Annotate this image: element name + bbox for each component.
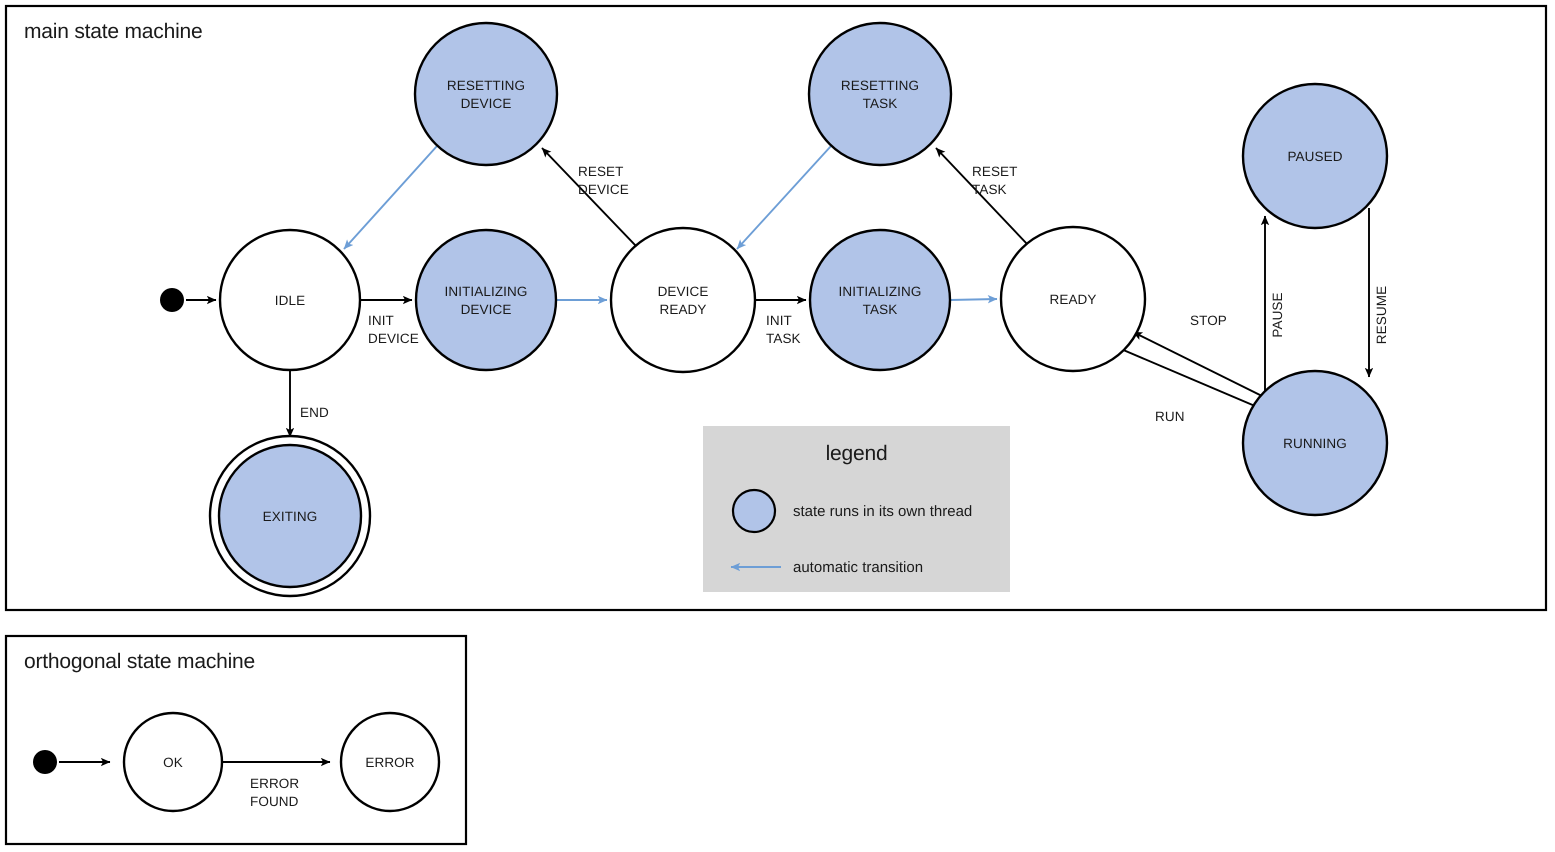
transition-label-device-ready-to-initializing-task: INIT <box>766 313 792 328</box>
transition-line-running-to-ready <box>1132 331 1263 397</box>
state-shape-running[interactable] <box>1241 369 1389 517</box>
transition-line-ready-to-running <box>1120 348 1263 410</box>
state-label-ok: OK <box>163 755 183 770</box>
state-shape-initializing_device[interactable] <box>414 228 558 372</box>
legend-thread-label: state runs in its own thread <box>793 503 972 520</box>
transition-label-device-ready-to-initializing-task: TASK <box>766 331 801 346</box>
state-initializing_device[interactable]: INITIALIZING DEVICE <box>414 228 558 372</box>
state-label-initializing_device: INITIALIZING <box>445 284 528 299</box>
transition-label-paused-to-running: RESUME <box>1374 286 1389 344</box>
transition-label-idle-to-exiting: END <box>300 405 329 420</box>
state-resetting_task[interactable]: RESETTING TASK <box>807 21 953 167</box>
transition-label-ok-to-error: FOUND <box>250 794 299 809</box>
state-label-initializing_task: INITIALIZING <box>839 284 922 299</box>
transition-idle-to-exiting: END <box>285 370 329 438</box>
state-running[interactable]: RUNNING <box>1241 369 1389 517</box>
frame-title-main: main state machine <box>24 20 203 43</box>
state-label-paused: PAUSED <box>1287 149 1342 164</box>
state-shape-error[interactable] <box>339 711 441 813</box>
transition-label-running-to-ready: STOP <box>1190 313 1227 328</box>
transition-label-ready-to-resetting-task: TASK <box>972 182 1007 197</box>
state-label-resetting_device: DEVICE <box>461 96 512 111</box>
main-initial-pseudostate <box>160 288 184 312</box>
transition-paused-to-running: RESUME <box>1364 208 1389 378</box>
main-edges-layer: INIT DEVICE RESET DEVICE INIT TASK RESET TASK RU… <box>186 145 1389 438</box>
state-label-ready: READY <box>1049 292 1096 307</box>
legend-title: legend <box>826 442 888 465</box>
state-shape-idle[interactable] <box>218 228 362 372</box>
state-label-idle: IDLE <box>275 293 305 308</box>
state-shape-device_ready[interactable] <box>609 226 757 374</box>
transition-label-ok-to-error: ERROR <box>250 776 299 791</box>
transition-label-ready-to-running: RUN <box>1155 409 1185 424</box>
state-shape-initializing_task[interactable] <box>808 228 952 372</box>
state-label-resetting_device: RESETTING <box>447 78 525 93</box>
transition-label-ready-to-resetting-task: RESET <box>972 164 1018 179</box>
transition-line-device-ready-to-resetting-device <box>541 147 638 248</box>
transition-ready-to-resetting-task: RESET TASK <box>935 147 1029 246</box>
state-shape-paused[interactable] <box>1241 82 1389 230</box>
final-state-outer-ring <box>208 434 372 598</box>
state-shape-exiting[interactable] <box>217 443 363 589</box>
transition-label-idle-to-initializing-device: DEVICE <box>368 331 419 346</box>
state-ready[interactable]: READY <box>999 225 1147 373</box>
transition-line-ready-to-resetting-task <box>935 147 1029 246</box>
state-label-resetting_task: TASK <box>863 96 898 111</box>
state-label-exiting: EXITING <box>263 509 318 524</box>
legend-thread-swatch-icon <box>731 488 777 534</box>
orthogonal-start-dot <box>33 750 57 774</box>
state-label-device_ready: READY <box>659 302 706 317</box>
main-states-layer: IDLERESETTINGDEVICEINITIALIZINGDEVICEDEV… <box>160 21 1389 598</box>
transition-line-resetting-task-to-device-ready <box>736 145 832 250</box>
state-shape-ok[interactable] <box>122 711 224 813</box>
state-idle[interactable]: IDLE <box>218 228 362 372</box>
state-label-resetting_task: RESETTING <box>841 78 919 93</box>
orthogonal-states-layer: OK ERROR <box>33 711 441 813</box>
legend-auto-label: automatic transition <box>793 559 923 576</box>
state-label-initializing_task: TASK <box>863 302 898 317</box>
transition-label-running-to-paused: PAUSE <box>1270 292 1285 337</box>
state-label-error: ERROR <box>365 755 414 770</box>
transition-ready-to-running: RUN <box>1120 348 1263 424</box>
transition-running-to-paused: PAUSE <box>1260 215 1285 408</box>
orthogonal-initial-pseudostate <box>33 750 57 774</box>
state-ok[interactable]: OK <box>122 711 224 813</box>
transition-line-resetting-device-to-idle <box>343 145 438 250</box>
transition-running-to-ready: STOP <box>1132 313 1263 397</box>
transition-idle-to-initializing-device: INIT DEVICE <box>360 295 419 346</box>
transition-ok-to-error: ERROR FOUND <box>222 757 331 809</box>
transition-device-ready-to-initializing-task: INIT TASK <box>755 295 807 346</box>
state-shape-resetting_device[interactable] <box>413 21 559 167</box>
transition-resetting-task-to-device-ready <box>736 145 832 250</box>
state-paused[interactable]: PAUSED <box>1241 82 1389 230</box>
state-error[interactable]: ERROR <box>339 711 441 813</box>
frame-title-orthogonal: orthogonal state machine <box>24 650 255 673</box>
transition-resetting-device-to-idle <box>343 145 438 250</box>
state-shape-ready[interactable] <box>999 225 1147 373</box>
transition-device-ready-to-resetting-device: RESET DEVICE <box>541 147 638 248</box>
state-device_ready[interactable]: DEVICE READY <box>609 226 757 374</box>
state-label-initializing_device: DEVICE <box>461 302 512 317</box>
orthogonal-edges-layer: ERROR FOUND <box>59 757 331 809</box>
state-label-running: RUNNING <box>1283 436 1347 451</box>
legend: legend state runs in its own thread automa… <box>703 426 1010 592</box>
state-exiting[interactable]: EXITING <box>208 434 372 598</box>
state-initializing_task[interactable]: INITIALIZING TASK <box>808 228 952 372</box>
state-shape-resetting_task[interactable] <box>807 21 953 167</box>
transition-label-device-ready-to-resetting-device: DEVICE <box>578 182 629 197</box>
transition-label-idle-to-initializing-device: INIT <box>368 313 394 328</box>
state-label-device_ready: DEVICE <box>658 284 709 299</box>
transition-label-device-ready-to-resetting-device: RESET <box>578 164 624 179</box>
main-start-dot <box>160 288 184 312</box>
transition-line-initializing-task-to-ready <box>949 294 998 304</box>
state-resetting_device[interactable]: RESETTING DEVICE <box>413 21 559 167</box>
transition-initializing-task-to-ready <box>949 294 998 304</box>
